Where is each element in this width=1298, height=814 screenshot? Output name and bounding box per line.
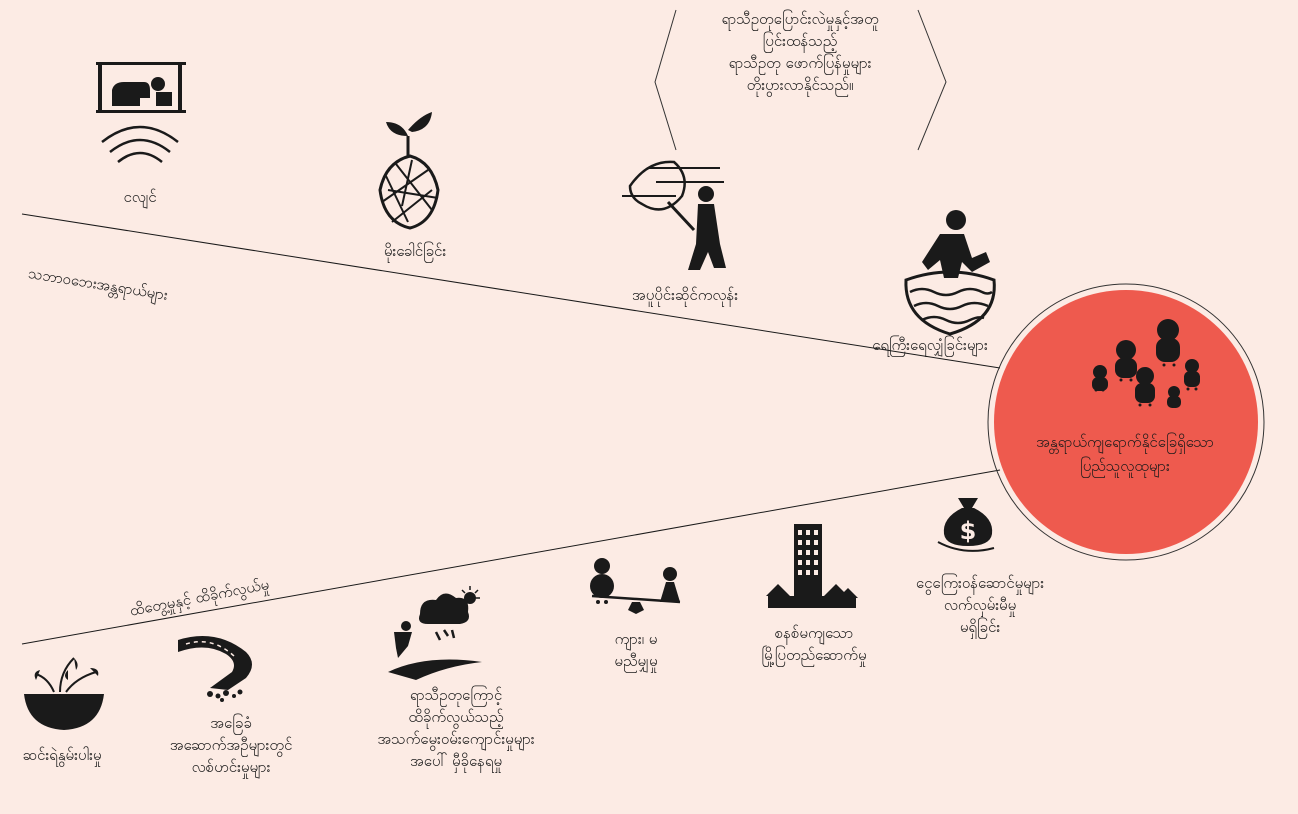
urban-label-line: မြို့ပြတည်ဆောက်မှု xyxy=(761,646,867,664)
callout-right-bracket xyxy=(917,9,947,151)
people-group-icon xyxy=(1092,319,1200,408)
upper-branch-line xyxy=(21,213,1001,369)
drought-label: မိုးခေါင်ခြင်း xyxy=(383,242,447,260)
callout-line: ရာသီဥတုပြောင်းလဲမှုနှင့်အတူ xyxy=(721,10,879,28)
livelihood-label-line: ထိခိုက်လွယ်သည့် xyxy=(408,708,504,726)
callout-left-bracket xyxy=(654,9,677,151)
infrastructure-label-line: အခြေခံ xyxy=(210,714,252,732)
center-circle xyxy=(994,290,1258,554)
livelihood-label: ရာသီဥတုကြောင့် ထိခိုက်လွယ်သည့် အသက်မွေးဝ… xyxy=(336,684,576,772)
lower-branch-line xyxy=(21,469,1001,645)
center-label-line: ပြည်သူလူထုများ xyxy=(1080,457,1170,475)
storm-icon xyxy=(622,160,726,270)
infrastructure-label: အခြေခံ အဆောက်အဦများတွင် လစ်ဟင်းမှုများ xyxy=(136,712,326,778)
livelihood-label-line: အသက်မွေးဝမ်းကျောင်းမှုများ xyxy=(377,730,535,748)
gender-seesaw-icon xyxy=(590,558,681,614)
earthquake-label: ငလျင် xyxy=(123,188,157,206)
livelihood-farmer-icon xyxy=(388,586,482,680)
degradation-label: ဆင်းရဲနွမ်းပါးမှု xyxy=(22,746,102,764)
center-label-line: အန္တရာယ်ကျရောက်နိုင်ခြေရှိသော xyxy=(1036,433,1214,451)
callout-line: တိုးပွားလာနိုင်သည်။ xyxy=(746,76,854,94)
flood-icon xyxy=(904,210,996,336)
callout-text: ရာသီဥတုပြောင်းလဲမှုနှင့်အတူ ပြင်းထန်သည့်… xyxy=(680,8,920,96)
flood-label: ရေကြီးရေလျှံခြင်းများ xyxy=(872,336,988,354)
infrastructure-label-line: လစ်ဟင်းမှုများ xyxy=(191,758,271,776)
livelihood-label-line: အပေါ် မှီခိုနေရမှု xyxy=(409,752,503,770)
drought-icon xyxy=(378,112,440,230)
finance-label-line: ငွေကြေးဝန်ဆောင်မှုများ xyxy=(915,574,1045,592)
callout-line: ရာသီဥတု ဖောက်ပြန်မှုများ xyxy=(728,54,872,72)
livelihood-label-line: ရာသီဥတုကြောင့် xyxy=(409,686,503,704)
finance-label-line: မရှိခြင်း xyxy=(959,618,1001,636)
center-label: အန္တရာယ်ကျရောက်နိုင်ခြေရှိသော ပြည်သူလူထု… xyxy=(990,430,1260,478)
earthquake-icon xyxy=(96,62,186,163)
storm-label: အပူပိုင်းဆိုင်ကလုန်း xyxy=(631,286,739,304)
outer-ring xyxy=(987,283,1265,561)
gender-label-line: မညီမျှမှု xyxy=(614,652,658,670)
callout-line: ပြင်းထန်သည့် xyxy=(762,32,838,50)
finance-label: ငွေကြေးဝန်ဆောင်မှုများ လက်လှမ်းမီမှု မရှ… xyxy=(880,572,1080,638)
finance-label-line: လက်လှမ်းမီမှု xyxy=(943,596,1017,614)
gender-label: ကျား၊ မ မညီမျှမှု xyxy=(586,628,686,672)
bowl-plant-icon xyxy=(24,657,104,730)
urban-label-line: စနစ်မကျသော xyxy=(774,624,854,642)
money-bag-icon: $ xyxy=(937,498,995,552)
gender-label-line: ကျား၊ မ xyxy=(614,630,658,648)
infrastructure-label-line: အဆောက်အဦများတွင် xyxy=(169,736,293,754)
urban-label: စနစ်မကျသော မြို့ပြတည်ဆောက်မှု xyxy=(724,622,904,666)
broken-road-icon xyxy=(178,636,252,702)
svg-text:$: $ xyxy=(960,517,977,545)
city-building-icon xyxy=(766,524,858,608)
